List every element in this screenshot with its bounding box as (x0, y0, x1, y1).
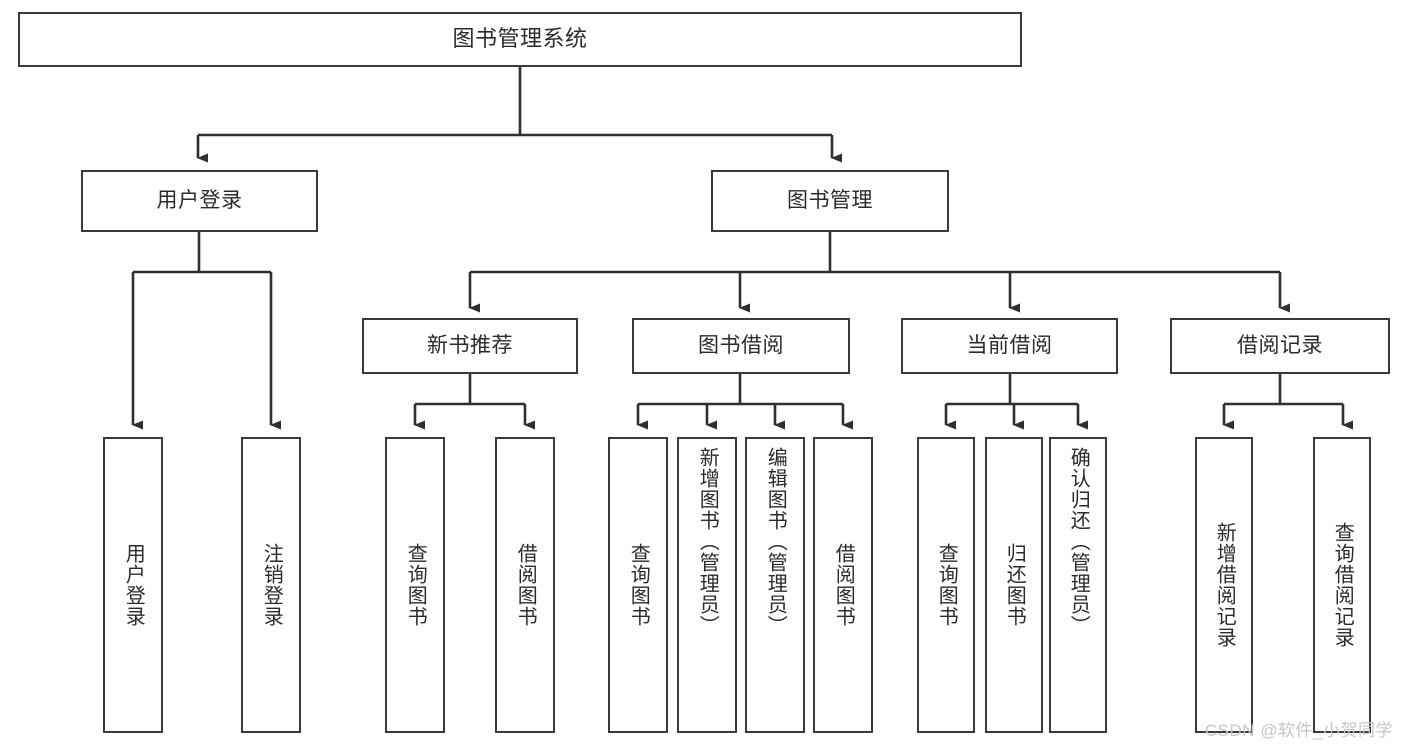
leaf-confirm-return-admin[interactable]: 确认归还（管理员） (1049, 437, 1107, 733)
node-label: 确认归还（管理员） (1067, 447, 1090, 636)
node-label: 借阅记录 (1237, 334, 1323, 358)
node-label: 借阅图书 (832, 543, 855, 627)
leaf-query-book-borrow[interactable]: 查询图书 (608, 437, 668, 733)
node-label: 查询图书 (935, 543, 958, 627)
node-label: 图书管理系统 (452, 26, 588, 52)
node-new-book-recommend[interactable]: 新书推荐 (362, 318, 578, 374)
leaf-borrow-book-borrow[interactable]: 借阅图书 (813, 437, 873, 733)
node-label: 新增借阅记录 (1213, 522, 1236, 648)
leaf-query-borrow-record[interactable]: 查询借阅记录 (1313, 437, 1371, 733)
leaf-add-borrow-record[interactable]: 新增借阅记录 (1195, 437, 1253, 733)
leaf-query-book-current[interactable]: 查询图书 (917, 437, 975, 733)
csdn-watermark: CSDN @软件_小贺同学 (1204, 721, 1393, 740)
node-book-borrow[interactable]: 图书借阅 (632, 318, 850, 374)
node-label: 新增图书（管理员） (696, 447, 719, 636)
node-user-login[interactable]: 用户登录 (81, 170, 318, 232)
node-root-book-management-system[interactable]: 图书管理系统 (18, 12, 1022, 67)
node-label: 用户登录 (122, 543, 145, 627)
node-label: 图书管理 (787, 189, 873, 213)
node-current-borrow[interactable]: 当前借阅 (901, 318, 1118, 374)
node-label: 归还图书 (1003, 543, 1026, 627)
leaf-user-login[interactable]: 用户登录 (103, 437, 163, 733)
leaf-logout-login[interactable]: 注销登录 (241, 437, 301, 733)
node-label: 当前借阅 (966, 334, 1053, 358)
node-label: 查询借阅记录 (1331, 522, 1354, 648)
node-label: 查询图书 (627, 543, 650, 627)
node-label: 新书推荐 (427, 334, 513, 358)
leaf-return-book[interactable]: 归还图书 (985, 437, 1043, 733)
node-book-management[interactable]: 图书管理 (711, 170, 949, 232)
leaf-add-book-admin[interactable]: 新增图书（管理员） (677, 437, 737, 733)
leaf-edit-book-admin[interactable]: 编辑图书（管理员） (745, 437, 805, 733)
node-label: 查询图书 (404, 543, 427, 627)
node-label: 注销登录 (260, 543, 283, 627)
node-label: 编辑图书（管理员） (764, 447, 787, 636)
node-label: 用户登录 (156, 189, 243, 213)
node-label: 图书借阅 (698, 334, 784, 358)
node-label: 借阅图书 (514, 543, 537, 627)
node-borrow-record[interactable]: 借阅记录 (1170, 318, 1390, 374)
leaf-borrow-book-new-recommend[interactable]: 借阅图书 (495, 437, 555, 733)
leaf-query-book-new-recommend[interactable]: 查询图书 (385, 437, 445, 733)
